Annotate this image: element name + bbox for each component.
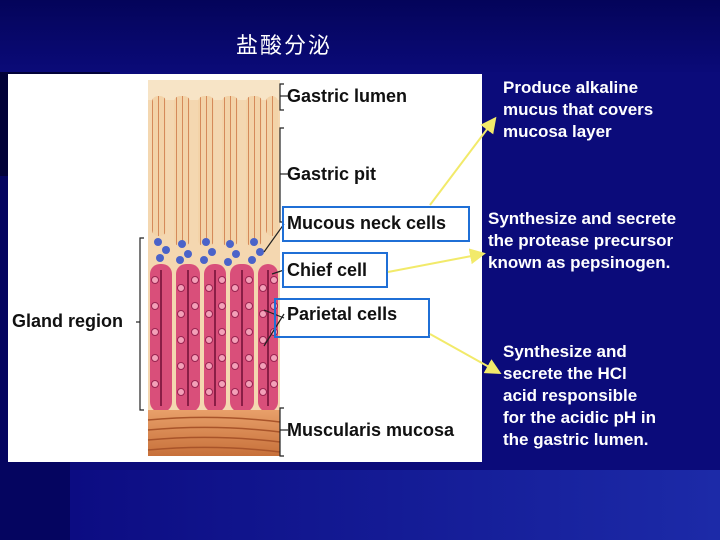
arrow-hcl: [429, 333, 502, 374]
note-hcl-line: for the acidic pH in: [503, 408, 657, 427]
note-mucus-line: Produce alkaline: [503, 78, 639, 97]
note-mucus-line: mucosa layer: [503, 122, 612, 141]
label-muscularis-mucosa: Muscularis mucosa: [287, 420, 455, 440]
label-parietal-cells: Parietal cells: [287, 304, 398, 324]
note-mucus: Produce alkaline mucus that covers mucos…: [503, 77, 653, 143]
note-pepsinogen: Synthesize and secrete the protease prec…: [488, 208, 676, 274]
note-mucus-line: mucus that covers: [503, 100, 654, 119]
background-band-bottom: [70, 470, 720, 540]
stomach-histology-figure: Gastric lumen Gastric pit Mucous neck ce…: [8, 74, 482, 462]
note-hcl-line: the gastric lumen.: [503, 430, 649, 449]
note-pepsinogen-line: the protease precursor: [488, 231, 674, 250]
lumen-surface: [148, 80, 280, 100]
highlight-box-mucous-neck-cells: [282, 206, 470, 242]
note-pepsinogen-line: Synthesize and secrete: [488, 209, 677, 228]
label-chief-cell: Chief cell: [287, 260, 368, 280]
background-band-top: [0, 0, 720, 72]
note-hcl: Synthesize and secrete the HCl acid resp…: [503, 341, 656, 451]
label-mucous-neck-cells: Mucous neck cells: [287, 213, 447, 233]
histology-illustration: [136, 80, 288, 457]
label-gland-region: Gland region: [12, 311, 124, 331]
note-hcl-line: secrete the HCl: [503, 364, 627, 383]
note-hcl-line: acid responsible: [503, 386, 638, 405]
mucous-neck-cell-band: [154, 238, 264, 266]
highlight-box-chief-cell: [282, 252, 388, 288]
gastric-pits: [152, 96, 278, 246]
label-leaders: [136, 83, 288, 457]
arrow-pepsinogen: [387, 248, 486, 273]
muscle-fibers: [147, 416, 281, 453]
note-hcl-line: Synthesize and: [503, 342, 627, 361]
arrow-mucus: [429, 116, 497, 206]
slide-title: 盐酸分泌: [236, 34, 333, 59]
gastric-glands: [150, 264, 278, 412]
label-gastric-lumen: Gastric lumen: [287, 86, 408, 106]
label-gastric-pit: Gastric pit: [287, 164, 377, 184]
note-pepsinogen-line: known as pepsinogen.: [488, 253, 671, 272]
highlight-box-parietal-cells: [274, 298, 430, 338]
